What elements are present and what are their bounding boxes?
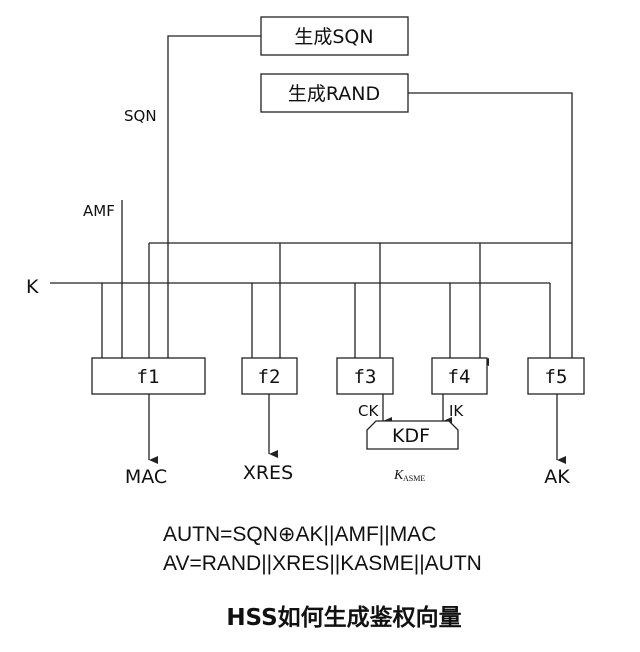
sqn-label: SQN [124, 107, 157, 125]
rand-connector [148, 92, 581, 366]
f5-label: f5 [545, 366, 568, 388]
f3-box [336, 357, 394, 395]
ck-label: CK [358, 402, 379, 420]
f1-label: f1 [137, 366, 160, 388]
f4-label: f4 [448, 366, 471, 388]
xres-label: XRES [243, 462, 293, 484]
k-label: K [26, 276, 39, 298]
autn-formula: AUTN=SQN⊕AK||AMF||MAC [163, 523, 436, 546]
k-connector [50, 282, 559, 366]
kdf-label: KDF [392, 425, 430, 447]
caption: HSS如何生成鉴权向量 [226, 604, 461, 631]
av-formula: AV=RAND||XRES||KASME||AUTN [163, 552, 482, 575]
ak-label: AK [544, 466, 570, 488]
gen-rand-box [260, 73, 409, 113]
kasme-sub: ASME [403, 474, 425, 483]
kasme-label: K ASME [393, 468, 425, 483]
ik-label: IK [449, 402, 464, 420]
sqn-connector [167, 35, 261, 366]
f2-label: f2 [258, 366, 281, 388]
gen-sqn-box [260, 16, 409, 56]
mac-label: MAC [125, 466, 167, 488]
f4-box [431, 357, 488, 395]
f3-label: f3 [354, 366, 377, 388]
kasme-main: K [393, 468, 404, 483]
f5-box [527, 357, 585, 395]
amf-label: AMF [83, 202, 115, 220]
kdf-box [366, 420, 459, 450]
gen-sqn-label: 生成SQN [294, 26, 373, 48]
gen-rand-label: 生成RAND [288, 83, 380, 105]
